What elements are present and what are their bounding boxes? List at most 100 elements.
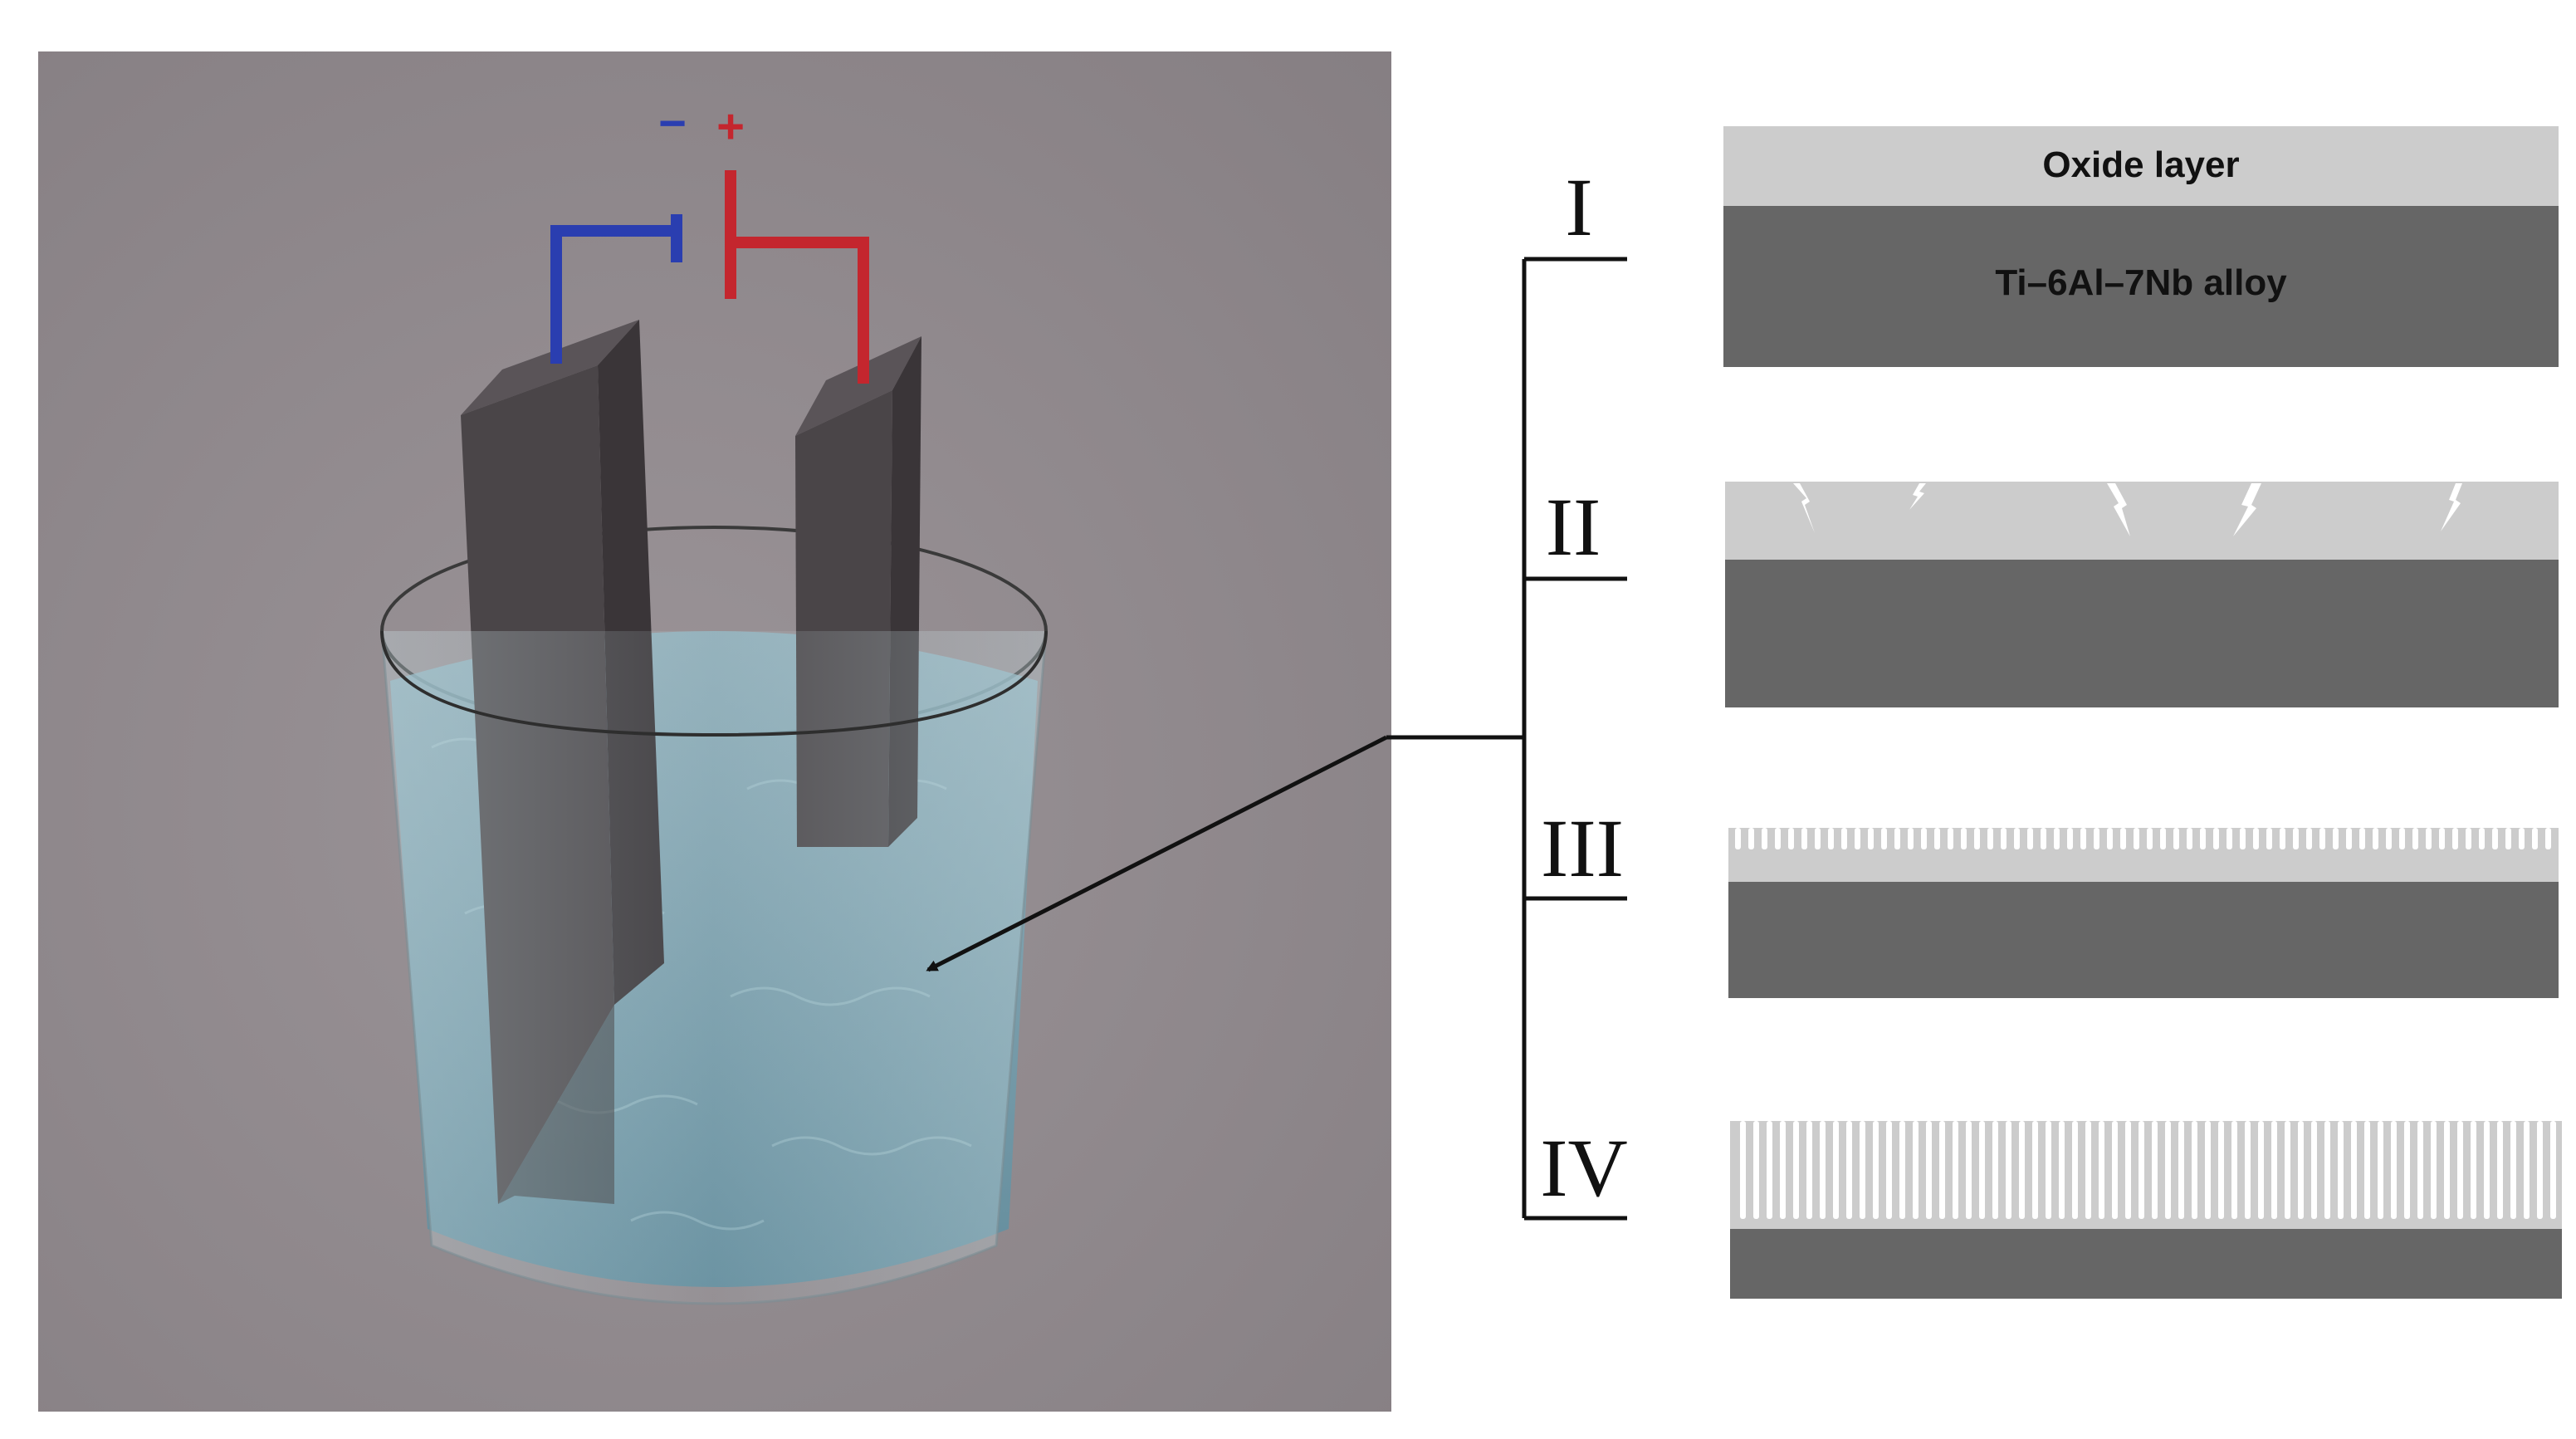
pore xyxy=(1961,828,1967,849)
stage-label-2: II xyxy=(1546,481,1601,573)
nanotube-gap xyxy=(2059,1121,2065,1219)
nanotube-gap xyxy=(2457,1121,2463,1219)
pore xyxy=(2266,828,2272,849)
nanotube-gap xyxy=(2324,1121,2330,1219)
nanotube-gap xyxy=(2271,1121,2277,1219)
nanotube-gap xyxy=(2006,1121,2011,1219)
nanotube-gap xyxy=(1913,1121,1919,1219)
nanotube-gap xyxy=(2125,1121,2131,1219)
pore xyxy=(1735,828,1741,849)
pore xyxy=(2399,828,2405,849)
nanotube-gap xyxy=(1966,1121,1972,1219)
pore xyxy=(2054,828,2060,849)
nanotube-gap xyxy=(1833,1121,1839,1219)
electrolysis-cell-illustration: − + xyxy=(38,51,1391,1412)
stage-2-cross-section xyxy=(1725,482,2559,707)
nanotube-gap xyxy=(2298,1121,2304,1219)
oxide-layer xyxy=(1728,828,2559,882)
pore xyxy=(2545,828,2551,849)
nanotube-gap xyxy=(1992,1121,1998,1219)
stage-4-cross-section xyxy=(1730,1121,2562,1299)
nanotube-gap xyxy=(1979,1121,1985,1219)
pore xyxy=(1974,828,1980,849)
pore xyxy=(1921,828,1927,849)
stage-label-1: I xyxy=(1565,161,1592,253)
pore xyxy=(1868,828,1874,849)
stage-label-4: IV xyxy=(1540,1122,1628,1214)
nanotube-gap xyxy=(1820,1121,1826,1219)
pore xyxy=(2253,828,2259,849)
pore xyxy=(1815,828,1821,849)
pore xyxy=(2505,828,2511,849)
pore xyxy=(2001,828,2007,849)
nanotube-gap xyxy=(2072,1121,2078,1219)
pore xyxy=(2333,828,2339,849)
nanotube-gap xyxy=(2152,1121,2158,1219)
pore xyxy=(2041,828,2046,849)
nanotube-gap xyxy=(2391,1121,2397,1219)
pore xyxy=(2479,828,2485,849)
pore xyxy=(2306,828,2312,849)
pore xyxy=(1855,828,1860,849)
nanotube-gap xyxy=(1753,1121,1759,1219)
nanotube-gap xyxy=(2046,1121,2051,1219)
nanotube-gap xyxy=(1767,1121,1772,1219)
nanotube-gap xyxy=(2550,1121,2556,1219)
pore xyxy=(2412,828,2418,849)
nanotube-gap xyxy=(2338,1121,2344,1219)
nanotube-gaps xyxy=(1740,1121,2556,1219)
pore xyxy=(2293,828,2299,849)
nanotube-gap xyxy=(2351,1121,2357,1219)
pore xyxy=(1828,828,1834,849)
nanotube-gap xyxy=(2178,1121,2184,1219)
nanotube-gap xyxy=(2165,1121,2171,1219)
pointer-arrow xyxy=(926,735,1388,972)
nanotube-gap xyxy=(2139,1121,2144,1219)
nanotube-gap xyxy=(2378,1121,2383,1219)
pore xyxy=(2107,828,2113,849)
pore xyxy=(2187,828,2192,849)
nanotube-gap xyxy=(1846,1121,1852,1219)
pore xyxy=(2147,828,2153,849)
nanotube-gap xyxy=(1740,1121,1746,1219)
nanotube-gap xyxy=(2311,1121,2317,1219)
pore xyxy=(2532,828,2538,849)
nanotube-gap xyxy=(1953,1121,1958,1219)
pore xyxy=(2359,828,2365,849)
pore xyxy=(2094,828,2099,849)
negative-terminal-sign: − xyxy=(658,96,687,150)
nanotube-gap xyxy=(2032,1121,2038,1219)
pore xyxy=(1948,828,1953,849)
alloy-substrate xyxy=(1730,1229,2562,1299)
pore xyxy=(2014,828,2020,849)
pore xyxy=(1841,828,1847,849)
pore xyxy=(1894,828,1900,849)
oxide-cracks xyxy=(1793,483,2462,536)
positive-terminal-sign: + xyxy=(716,100,745,154)
stage-3-cross-section xyxy=(1728,828,2559,998)
nanotube-gap xyxy=(2019,1121,2025,1219)
negative-wire xyxy=(550,225,672,364)
pore xyxy=(2466,828,2471,849)
pore xyxy=(2280,828,2285,849)
pore xyxy=(2386,828,2392,849)
oxide-layer xyxy=(1723,126,2559,206)
nanotube-gap xyxy=(2537,1121,2543,1219)
pore xyxy=(2134,828,2139,849)
power-supply-wiring xyxy=(550,170,869,384)
nanotube-gap xyxy=(2431,1121,2437,1219)
pore xyxy=(2200,828,2206,849)
pore xyxy=(2319,828,2325,849)
pore xyxy=(1801,828,1807,849)
pore xyxy=(2346,828,2352,849)
pore xyxy=(2492,828,2498,849)
stage-1-cross-section: Oxide layer Ti–6Al–7Nb alloy xyxy=(1723,126,2559,367)
pore xyxy=(2373,828,2378,849)
pore xyxy=(2213,828,2219,849)
stage-connector xyxy=(926,257,1627,1221)
nanotube-gap xyxy=(2510,1121,2516,1219)
oxide-layer xyxy=(1725,482,2559,560)
pore xyxy=(2027,828,2033,849)
nanotube-gap xyxy=(1860,1121,1865,1219)
